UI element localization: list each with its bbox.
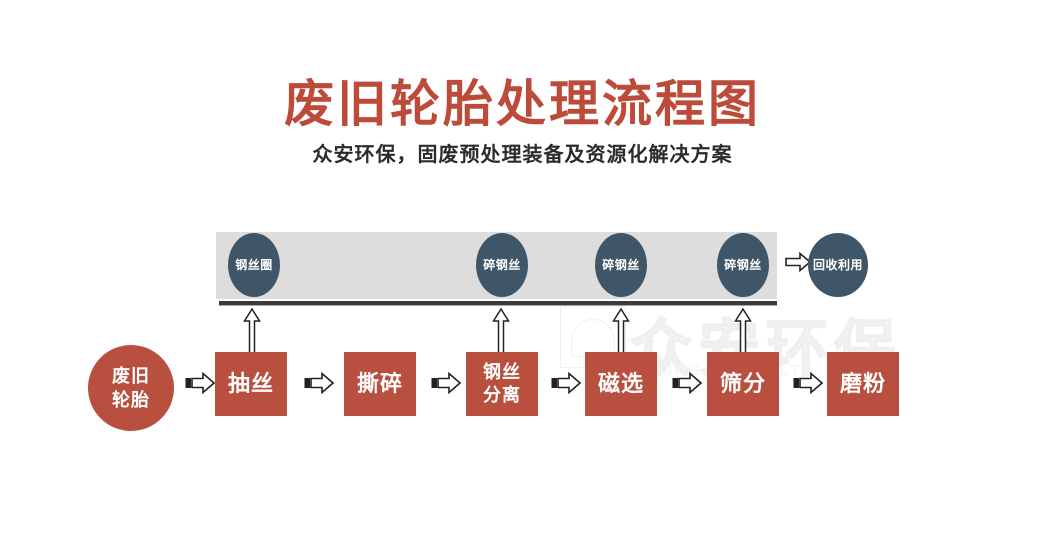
recovery-band-rule: [219, 301, 777, 306]
process-label-line1: 抽丝: [227, 371, 274, 396]
process-label-line1: 撕碎: [356, 371, 403, 396]
arrow-right-icon-connector-3: [551, 372, 581, 394]
process-box-grinding[interactable]: 磨粉: [827, 352, 899, 416]
output-circle-steel-scrap-2[interactable]: 碎钢丝: [595, 233, 647, 297]
arrow-right-icon-connector-0: [185, 372, 215, 394]
process-label-line1: 磨粉: [839, 371, 886, 396]
output-circle-steel-scrap-3[interactable]: 碎钢丝: [717, 233, 769, 297]
arrow-up-icon-from-step-5: [734, 308, 752, 354]
page-subtitle: 众安环保，固废预处理装备及资源化解决方案: [312, 144, 733, 166]
output-circle-recycle[interactable]: 回收利用: [808, 233, 868, 297]
source-label-line1: 废旧: [112, 366, 150, 386]
output-circle-steel-scrap-1[interactable]: 碎钢丝: [476, 233, 528, 297]
page-title: 废旧轮胎处理流程图: [284, 76, 761, 132]
process-box-magnetic-separation[interactable]: 磁选: [585, 352, 657, 416]
process-label-line2: 分离: [483, 385, 521, 405]
process-label-line1: 磁选: [597, 371, 644, 396]
process-box-screening[interactable]: 筛分: [707, 352, 779, 416]
arrow-right-icon-connector-4: [672, 372, 702, 394]
process-box-steel-separation[interactable]: 钢丝 分离: [466, 352, 538, 416]
source-node-waste-tire[interactable]: 废旧 轮胎: [88, 345, 174, 431]
process-box-wire-drawing[interactable]: 抽丝: [215, 352, 287, 416]
process-box-shredding[interactable]: 撕碎: [344, 352, 416, 416]
process-label-line1: 钢丝: [483, 362, 521, 382]
arrow-right-icon-connector-2: [431, 372, 461, 394]
arrow-right-icon-to-recovery: [785, 252, 811, 272]
process-label-line1: 筛分: [719, 371, 766, 396]
arrow-right-icon-connector-1: [304, 372, 334, 394]
arrow-up-icon-from-step-4: [612, 308, 630, 354]
arrow-up-icon-from-step-1: [243, 308, 261, 354]
arrow-right-icon-connector-5: [793, 372, 823, 394]
arrow-up-icon-from-step-3: [492, 308, 510, 354]
source-label-line2: 轮胎: [112, 390, 150, 410]
output-circle-steel-bead[interactable]: 钢丝圈: [228, 233, 280, 297]
